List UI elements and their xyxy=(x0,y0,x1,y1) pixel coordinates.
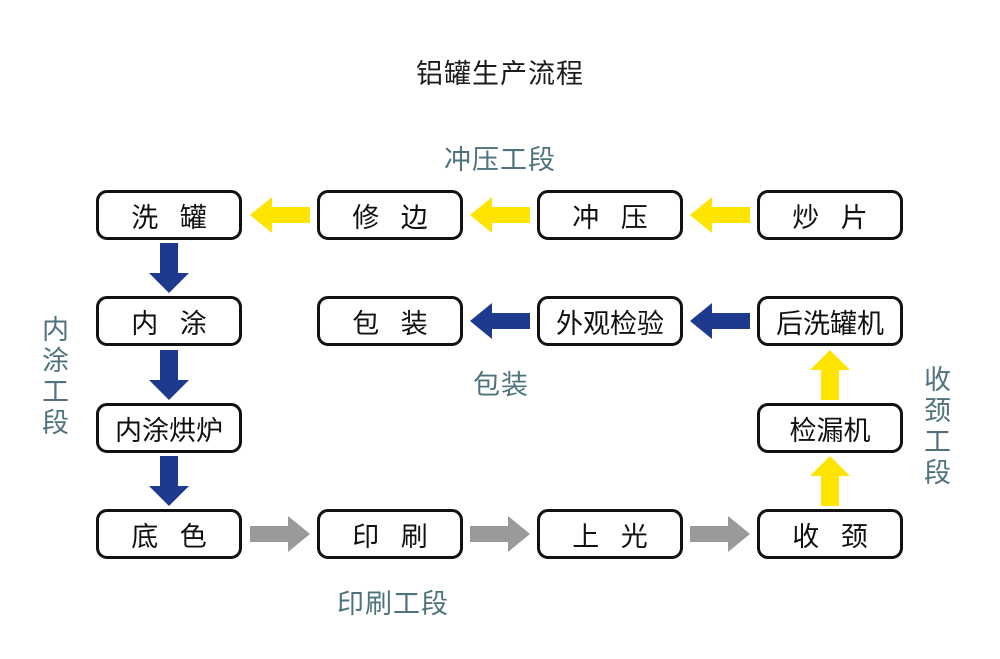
arrow-oven-to-base-color-icon xyxy=(149,456,189,506)
arrow-trimming-to-wash-can-icon xyxy=(250,197,310,233)
arrow-visual-inspection-to-packing-icon xyxy=(470,303,530,339)
arrow-leak-detector-to-post-wash-icon xyxy=(810,350,850,400)
box-fry-sheet: 炒 片 xyxy=(757,190,903,240)
arrow-necking-to-leak-detector-icon xyxy=(810,456,850,506)
arrow-post-wash-to-visual-inspection-icon xyxy=(690,303,750,339)
arrow-fry-sheet-to-stamping-icon xyxy=(690,197,750,233)
stage-label-printing: 印刷工段 xyxy=(337,589,449,619)
page-title: 铝罐生产流程 xyxy=(416,59,584,89)
box-necking: 收 颈 xyxy=(757,509,903,559)
box-trimming: 修 边 xyxy=(317,190,463,240)
box-wash-can: 洗 罐 xyxy=(96,190,242,240)
arrow-printing-to-varnish-icon xyxy=(470,516,530,552)
arrow-stamping-to-trimming-icon xyxy=(470,197,530,233)
box-inner-coating-oven: 内涂烘炉 xyxy=(96,403,242,453)
stage-label-inner-coating: 内涂工段 xyxy=(38,315,68,439)
box-inner-coating: 内 涂 xyxy=(96,296,242,346)
stage-label-necking: 收颈工段 xyxy=(920,365,950,489)
box-post-wash-machine: 后洗罐机 xyxy=(757,296,903,346)
arrow-wash-can-to-inner-coating-icon xyxy=(149,243,189,293)
box-varnish: 上 光 xyxy=(537,509,683,559)
arrow-base-color-to-printing-icon xyxy=(250,516,310,552)
box-packing: 包 装 xyxy=(317,296,463,346)
stage-label-stamping: 冲压工段 xyxy=(444,145,556,175)
box-base-color: 底 色 xyxy=(96,509,242,559)
arrow-varnish-to-necking-icon xyxy=(690,516,750,552)
box-printing: 印 刷 xyxy=(317,509,463,559)
box-visual-inspection: 外观检验 xyxy=(537,296,683,346)
arrow-inner-coating-to-oven-icon xyxy=(149,350,189,400)
box-stamping: 冲 压 xyxy=(537,190,683,240)
box-leak-detector: 检漏机 xyxy=(757,403,903,453)
stage-label-packaging: 包装 xyxy=(473,370,529,400)
